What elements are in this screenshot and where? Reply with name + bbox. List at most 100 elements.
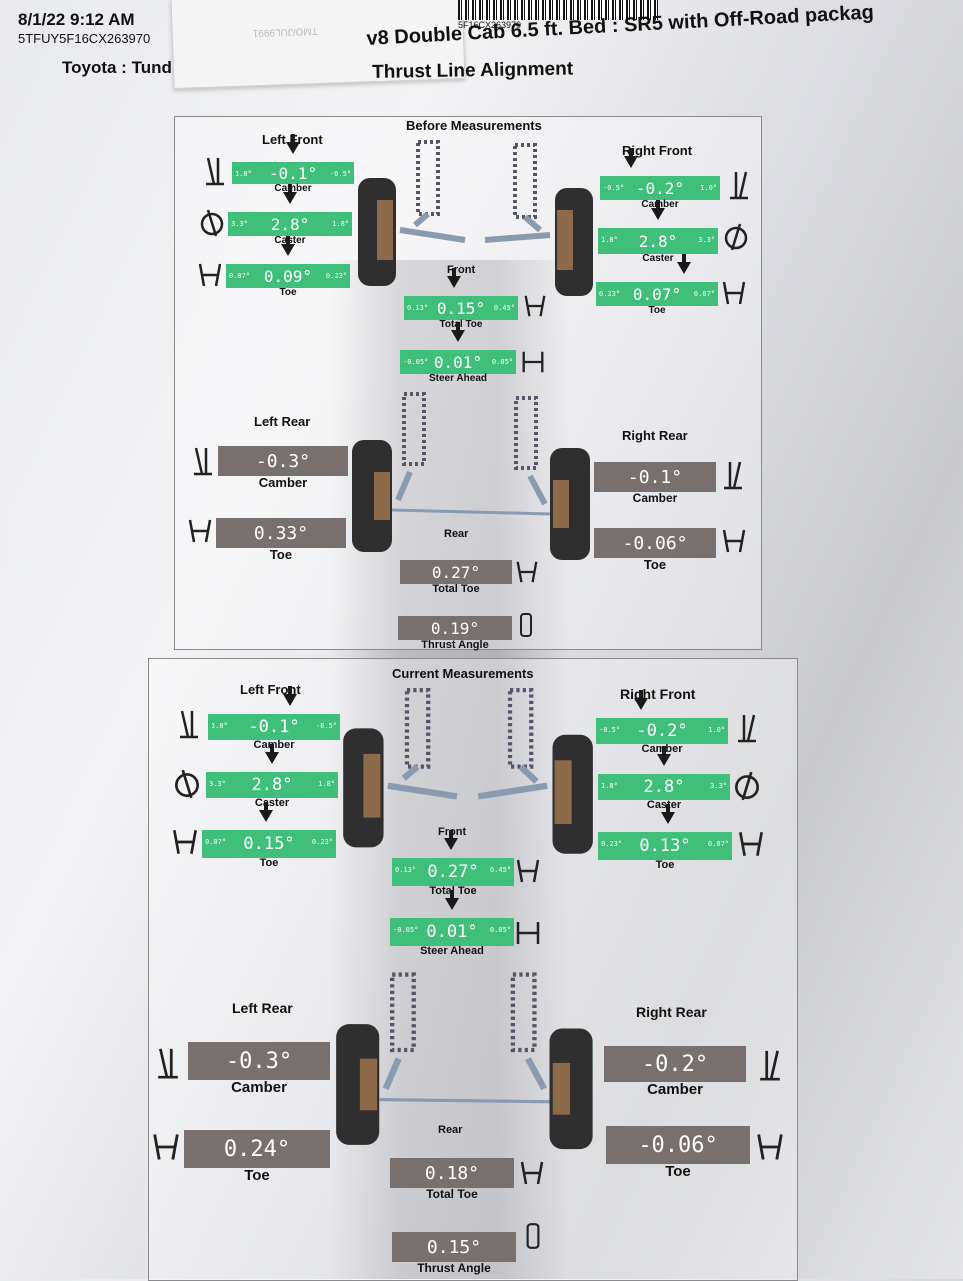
- range-min: 0.13°: [395, 866, 417, 874]
- front-total-toe-meter: 0.13° 0.15° 0.45° Total Toe: [404, 268, 518, 330]
- rr-toe-meter: -0.06° Toe: [594, 522, 716, 572]
- range-max: 0.05°: [489, 926, 511, 934]
- lf-camber-value: -0.1°: [268, 163, 318, 183]
- range-max: 1.8°: [332, 220, 349, 228]
- thrust-angle-value: 0.19°: [430, 618, 480, 638]
- rf-toe-meter: 0.23° 0.13° 0.07° Toe: [598, 804, 732, 871]
- lr-camber-meter: -0.3° Camber: [188, 1036, 330, 1096]
- camber-icon: [760, 1050, 780, 1081]
- indicator-arrow-icon: [676, 254, 691, 274]
- range-min: 1.0°: [211, 722, 228, 730]
- rr-camber-value: -0.1°: [627, 466, 683, 488]
- range-min: -0.5°: [603, 184, 625, 192]
- range-max: -0.5°: [315, 722, 337, 730]
- steer-ahead-value: 0.01°: [426, 922, 478, 942]
- lr-toe-value: 0.24°: [223, 1136, 291, 1162]
- left-rear-label: Left Rear: [232, 1000, 293, 1016]
- indicator-arrow-icon: [445, 890, 459, 910]
- front-suspension-diagram: [343, 688, 593, 854]
- vin: 5TFUY5F16CX263970: [18, 31, 151, 46]
- caster-icon: [724, 223, 748, 251]
- vehicle-icon: [526, 1223, 540, 1249]
- rr-camber-meter: -0.2° Camber: [604, 1040, 746, 1098]
- rr-toe-meter: -0.06° Toe: [606, 1120, 750, 1180]
- indicator-arrow-icon: [283, 184, 297, 204]
- right-rear-label: Right Rear: [636, 1004, 707, 1020]
- rear-total-toe-value: 0.27°: [431, 562, 481, 582]
- panel-title: Before Measurements: [406, 118, 542, 133]
- range-min: 0.07°: [205, 838, 227, 846]
- toe-icon: [173, 830, 197, 854]
- lr-toe-label: Toe: [244, 1167, 270, 1184]
- range-max: 1.8°: [318, 780, 335, 788]
- rf-caster-label: Caster: [642, 253, 674, 264]
- lr-camber-meter: -0.3° Camber: [218, 440, 348, 490]
- indicator-arrow-icon: [651, 200, 665, 220]
- rf-toe-label: Toe: [648, 305, 666, 316]
- lr-toe-meter: 0.33° Toe: [216, 512, 346, 562]
- range-min: 1.8°: [601, 236, 618, 244]
- left-rear-label: Left Rear: [254, 414, 311, 429]
- rf-caster-value: 2.8°: [643, 777, 685, 797]
- lf-toe-meter: 0.07° 0.09° 0.23° Toe: [226, 236, 350, 298]
- range-min: 3.3°: [209, 780, 226, 788]
- indicator-arrow-icon: [281, 236, 295, 256]
- caster-icon: [735, 771, 759, 801]
- lf-toe-value: 0.15°: [243, 834, 295, 854]
- thrust-angle-label: Thrust Angle: [421, 639, 489, 651]
- indicator-arrow-icon: [624, 148, 639, 168]
- indicator-arrow-icon: [657, 746, 671, 766]
- toe-icon: [153, 1134, 179, 1160]
- rf-camber-meter: -0.5° -0.2° 1.0° Camber: [596, 690, 728, 755]
- lf-camber-label: Camber: [253, 739, 295, 751]
- rf-toe-value: 0.13°: [639, 836, 691, 856]
- front-total-toe-value: 0.27°: [427, 862, 479, 882]
- rf-caster-value: 2.8°: [638, 231, 678, 251]
- rear-label: Rear: [438, 1124, 463, 1136]
- camber-icon: [194, 447, 212, 476]
- vehicle-icon: [520, 613, 532, 637]
- range-max: 0.23°: [311, 838, 333, 846]
- lf-caster-label: Caster: [254, 797, 290, 809]
- rear-suspension-diagram: [352, 392, 590, 560]
- rr-camber-value: -0.2°: [641, 1051, 709, 1077]
- range-max: 3.3°: [710, 782, 727, 790]
- indicator-arrow-icon: [286, 134, 300, 154]
- camber-icon: [724, 461, 742, 490]
- lf-caster-meter: 3.3° 2.8° 1.8° Caster: [228, 184, 352, 246]
- toe-icon: [739, 832, 763, 856]
- rf-caster-meter: 1.8° 2.8° 3.3° Caster: [598, 746, 730, 811]
- rr-toe-value: -0.06°: [622, 532, 688, 554]
- range-min: 0.23°: [601, 840, 623, 848]
- lr-camber-value: -0.3°: [255, 450, 311, 472]
- range-min: 1.0°: [235, 170, 252, 178]
- lf-caster-value: 2.8°: [251, 775, 293, 795]
- thrust-angle-label: Thrust Angle: [417, 1261, 491, 1275]
- thrust-angle-meter: 0.15° Thrust Angle: [392, 1226, 516, 1275]
- range-max: 0.07°: [693, 290, 715, 298]
- toe-icon: [757, 1134, 783, 1160]
- range-max: 0.45°: [489, 866, 511, 874]
- lf-toe-meter: 0.07° 0.15° 0.23° Toe: [202, 802, 336, 869]
- caster-icon: [175, 769, 199, 799]
- lf-camber-label: Camber: [274, 183, 312, 194]
- lf-caster-value: 2.8°: [270, 214, 310, 234]
- left-front-label: Left Front: [240, 682, 301, 697]
- range-min: 0.23°: [599, 290, 621, 298]
- indicator-arrow-icon: [265, 744, 279, 764]
- indicator-arrow-icon: [447, 268, 462, 288]
- rr-camber-meter: -0.1° Camber: [594, 456, 716, 505]
- range-max: 3.3°: [698, 236, 715, 244]
- lr-toe-meter: 0.24° Toe: [184, 1124, 330, 1184]
- right-front-label: Right Front: [622, 143, 693, 158]
- front-total-toe-label: Total Toe: [439, 319, 483, 330]
- barcode-vin: 5F16CX263970: [458, 20, 522, 30]
- rf-caster-meter: 1.8° 2.8° 3.3° Caster: [598, 200, 718, 264]
- rf-camber-value: -0.2°: [636, 721, 688, 741]
- steer-ahead-meter: -0.05° 0.01° 0.05° Steer Ahead: [400, 322, 516, 384]
- indicator-arrow-icon: [451, 322, 465, 342]
- range-min: -0.05°: [393, 926, 419, 934]
- lf-caster-meter: 3.3° 2.8° 1.8° Caster: [206, 744, 338, 809]
- front-total-toe-value: 0.15°: [436, 298, 486, 318]
- right-rear-label: Right Rear: [622, 428, 688, 443]
